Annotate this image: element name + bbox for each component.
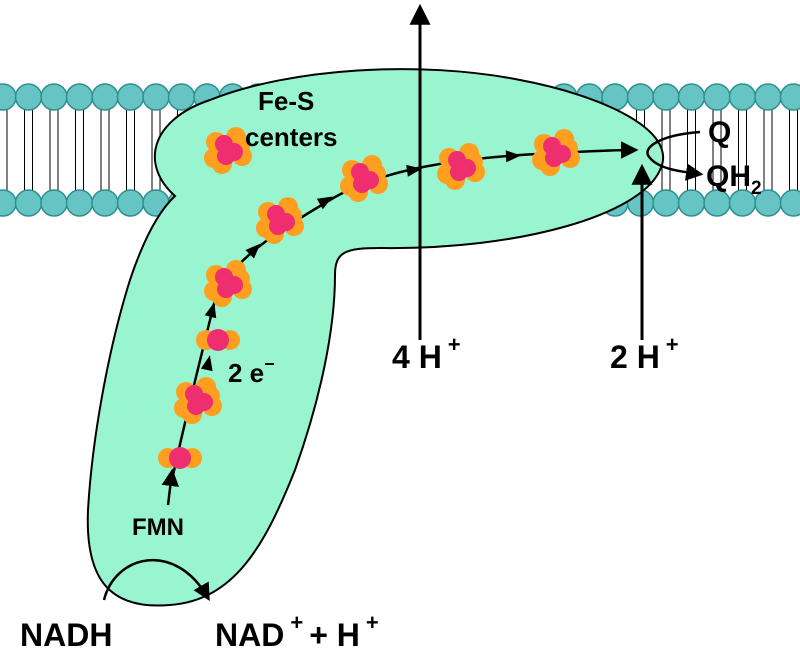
lipid-head xyxy=(92,84,118,110)
q-label: Q xyxy=(708,116,731,149)
lipid-head xyxy=(67,84,93,110)
lipid-head xyxy=(730,84,756,110)
cluster-atom xyxy=(450,163,468,181)
lipid-head xyxy=(16,84,42,110)
cluster-atom xyxy=(217,147,235,165)
lipid-head xyxy=(67,190,93,216)
lipid-head xyxy=(41,190,67,216)
lipid-head xyxy=(704,84,730,110)
four-proton-label: 4 H+ xyxy=(392,332,461,375)
nadh-label: NADH xyxy=(20,617,112,649)
iron-sulfur-cluster-icon xyxy=(196,329,240,351)
lipid-head xyxy=(118,190,144,216)
lipid-head xyxy=(118,84,144,110)
iron-sulfur-cluster-icon xyxy=(158,447,202,469)
lipid-head xyxy=(781,190,800,216)
cluster-atom xyxy=(207,329,229,351)
lipid-head xyxy=(781,84,800,110)
lipid-head xyxy=(628,84,654,110)
cluster-atom xyxy=(217,280,235,298)
cluster-atom xyxy=(269,217,287,235)
cluster-atom xyxy=(353,175,371,193)
fes-label-line1: Fe-S xyxy=(258,86,314,116)
lipid-head xyxy=(653,190,679,216)
lipid-head xyxy=(653,84,679,110)
lipid-head xyxy=(704,190,730,216)
lipid-head xyxy=(16,190,42,216)
cluster-atom xyxy=(169,447,191,469)
two-proton-label: 2 H+ xyxy=(610,332,679,375)
lipid-head xyxy=(143,84,169,110)
lipid-head xyxy=(755,84,781,110)
lipid-head xyxy=(169,84,195,110)
fes-label-line2: centers xyxy=(245,122,338,152)
fmn-label: FMN xyxy=(132,514,184,541)
nad-label: NAD++ H+ xyxy=(215,610,379,649)
cluster-atom xyxy=(545,149,563,167)
cluster-atom xyxy=(187,397,205,415)
lipid-head xyxy=(92,190,118,216)
lipid-head xyxy=(679,190,705,216)
lipid-head xyxy=(0,190,16,216)
lipid-head xyxy=(0,84,16,110)
lipid-head xyxy=(41,84,67,110)
lipid-head xyxy=(679,84,705,110)
